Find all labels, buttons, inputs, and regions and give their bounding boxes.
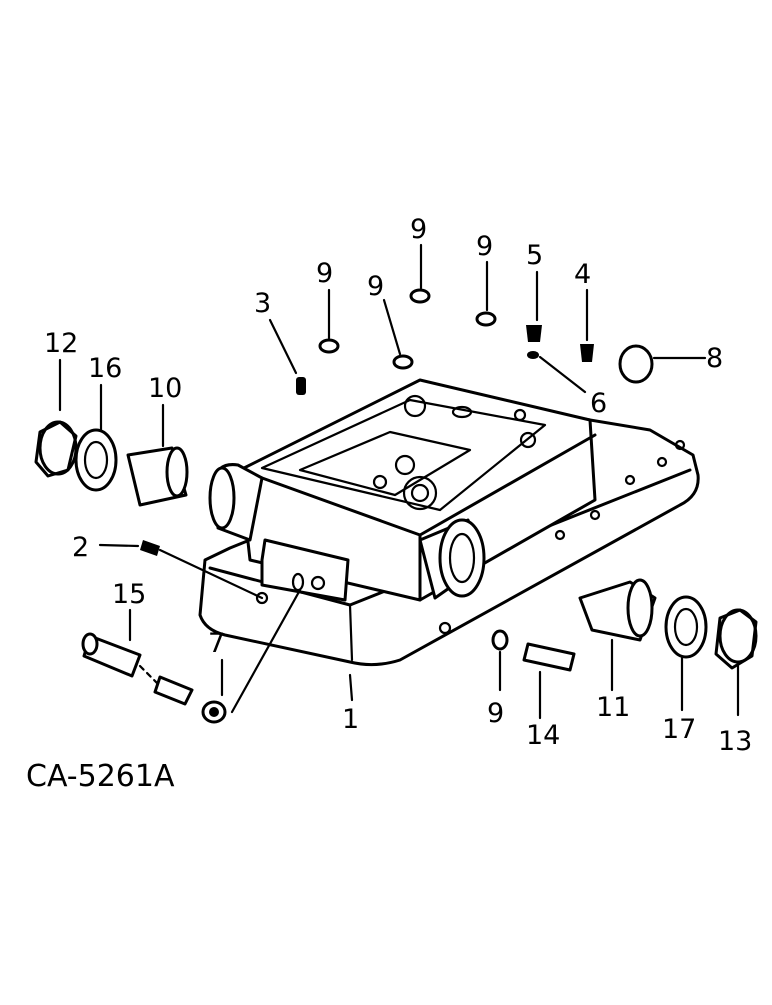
callout-11: 11 xyxy=(596,692,630,723)
part-10-bushing xyxy=(126,446,189,507)
part-5-fitting xyxy=(526,325,542,342)
callout-labels: 12 16 10 2 15 7 3 9 9 9 9 5 4 6 8 1 9 14… xyxy=(44,214,752,757)
part-6-washer xyxy=(527,351,539,359)
callout-4: 4 xyxy=(574,259,591,290)
part-12-cap xyxy=(34,420,78,478)
hydraulic-cover-housing xyxy=(198,378,700,667)
figure-id: CA-5261A xyxy=(26,759,175,794)
part-15-pins xyxy=(81,632,194,706)
callout-3: 3 xyxy=(254,288,271,319)
part-11-bushing xyxy=(578,578,657,642)
callout-9: 9 xyxy=(316,258,333,289)
leader-lines xyxy=(58,243,740,720)
callout-1: 1 xyxy=(342,704,359,735)
part-13-cap xyxy=(714,608,758,670)
part-4-fitting xyxy=(580,344,594,362)
callout-8: 8 xyxy=(706,343,723,374)
part-14-pin xyxy=(522,642,576,672)
callout-10: 10 xyxy=(148,373,182,404)
part-2-setscrew xyxy=(140,540,160,556)
part-3-plug xyxy=(296,377,306,395)
callout-16: 16 xyxy=(88,353,122,384)
callout-15: 15 xyxy=(112,579,146,610)
callout-6: 6 xyxy=(590,388,607,419)
callout-9: 9 xyxy=(476,231,493,262)
callout-9: 9 xyxy=(487,698,504,729)
callout-9: 9 xyxy=(410,214,427,245)
callout-14: 14 xyxy=(526,720,560,751)
part-9-nuts xyxy=(318,288,509,651)
callout-5: 5 xyxy=(526,240,543,271)
part-17-seal xyxy=(664,595,708,659)
part-7-plug xyxy=(201,700,227,724)
part-8-plug xyxy=(618,344,654,384)
callout-13: 13 xyxy=(718,726,752,757)
callout-17: 17 xyxy=(662,714,696,745)
part-16-seal xyxy=(74,428,118,492)
callout-12: 12 xyxy=(44,328,78,359)
callout-9: 9 xyxy=(367,271,384,302)
callout-7: 7 xyxy=(208,628,225,659)
callout-2: 2 xyxy=(72,532,89,563)
